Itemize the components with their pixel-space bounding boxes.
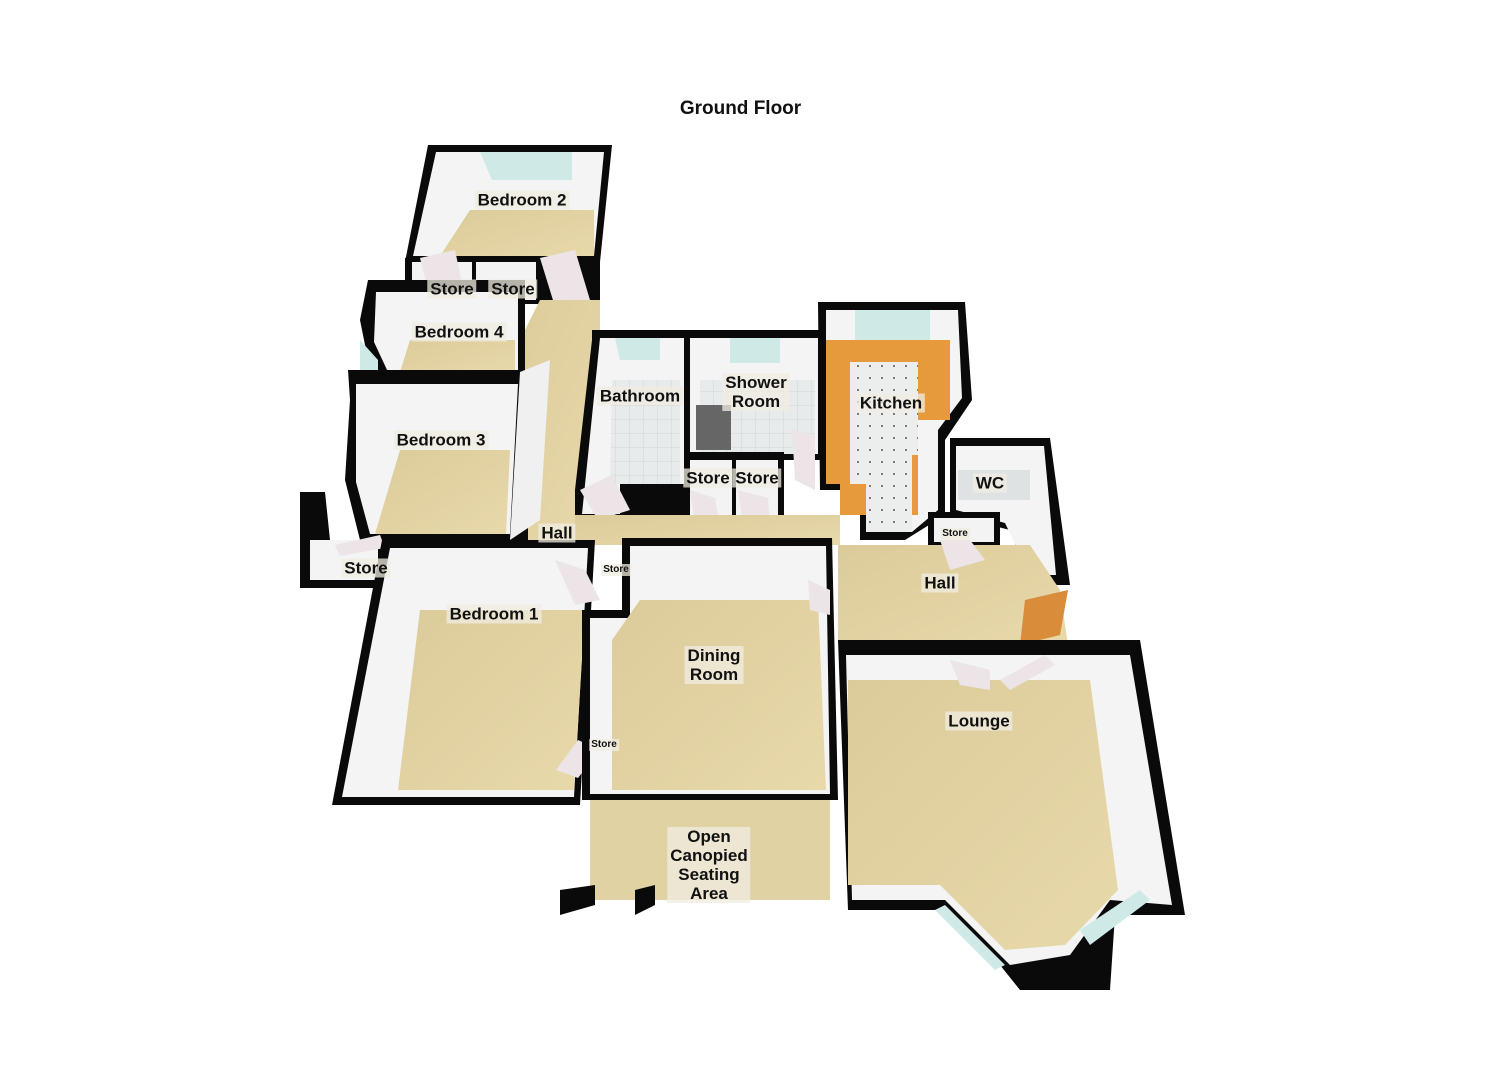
label-wc: WC bbox=[972, 473, 1008, 493]
label-bedroom-4: Bedroom 4 bbox=[411, 322, 507, 342]
room-bathroom bbox=[575, 330, 690, 520]
label-kitchen: Kitchen bbox=[856, 393, 926, 413]
label-store-e: Store bbox=[732, 468, 782, 488]
label-bedroom-1: Bedroom 1 bbox=[446, 604, 542, 624]
label-store-a: Store bbox=[427, 279, 477, 299]
room-lounge bbox=[838, 640, 1185, 990]
label-lounge: Lounge bbox=[945, 711, 1013, 731]
label-seating-area: Open Canopied Seating Area bbox=[667, 827, 751, 903]
room-bedroom-3 bbox=[345, 360, 550, 540]
label-store-d: Store bbox=[683, 468, 733, 488]
label-hall-west: Hall bbox=[538, 523, 576, 543]
label-store-h: Store bbox=[589, 739, 619, 751]
label-store-g: Store bbox=[601, 564, 631, 576]
room-hall-east bbox=[838, 540, 1068, 645]
label-shower-room: Shower Room bbox=[722, 373, 790, 411]
label-bedroom-2: Bedroom 2 bbox=[474, 190, 570, 210]
label-store-f: Store bbox=[940, 528, 970, 540]
room-stores-mid bbox=[684, 452, 784, 525]
label-bedroom-3: Bedroom 3 bbox=[393, 430, 489, 450]
label-bathroom: Bathroom bbox=[596, 386, 684, 406]
room-hall-centre bbox=[575, 515, 840, 545]
floor-title: Ground Floor bbox=[679, 98, 802, 119]
label-store-c: Store bbox=[341, 558, 391, 578]
label-hall-east: Hall bbox=[921, 573, 959, 593]
room-kitchen bbox=[818, 302, 972, 540]
label-dining-room: Dining Room bbox=[684, 646, 744, 684]
label-store-b: Store bbox=[488, 279, 538, 299]
